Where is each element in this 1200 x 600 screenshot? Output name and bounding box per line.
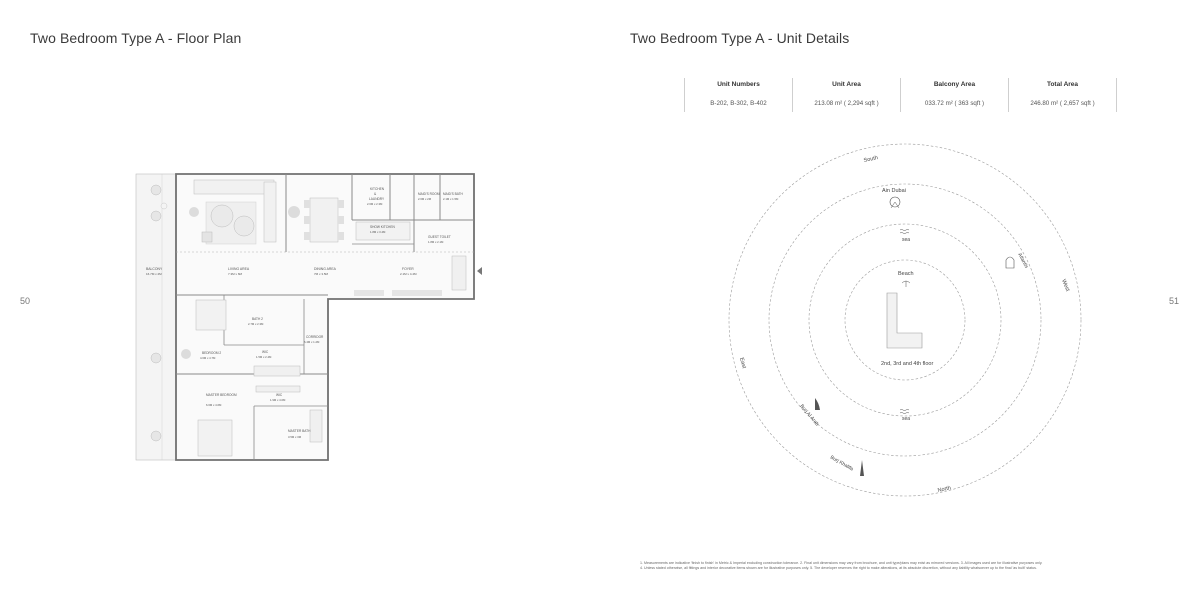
- dining-dim: 7M x 3.5M: [314, 272, 329, 276]
- building-footprint: [886, 292, 923, 349]
- direction-west: West: [1060, 279, 1070, 293]
- details-value: B-202, B-302, B-402: [710, 100, 767, 107]
- label-sea-top: sea: [902, 237, 910, 243]
- wic1-label: WIC: [262, 350, 269, 354]
- details-header: Total Area: [1046, 81, 1079, 88]
- footnote-line: 4. Unless stated otherwise, all fittings…: [640, 566, 1037, 570]
- master-bath-dim: 3.5M x 3M: [288, 435, 302, 439]
- bath2-label: BATH 2: [252, 317, 263, 321]
- footnote: 1. Measurements are indicative 'finish t…: [640, 561, 1110, 571]
- bath2-dim: 2.7M x 2.3M: [248, 322, 264, 326]
- guest-toilet-dim: 1.8M x 2.1M: [428, 240, 444, 244]
- direction-north: North: [937, 485, 951, 494]
- page-number-left: 50: [20, 296, 31, 306]
- sea-icon: [899, 409, 910, 414]
- laundry-label: LAUNDRY: [369, 197, 385, 201]
- maids-bath-dim: 2.1M x 1.5M: [443, 197, 459, 201]
- floor-plan-drawing: BALCONY 16.7M x 2M LIVING AREA 7.3M x 6M…: [135, 173, 482, 461]
- label-burj-khalifa: Burj Khalifa: [829, 455, 854, 473]
- details-header: Balcony Area: [933, 81, 976, 88]
- unit-details-table: Unit Numbers B-202, B-302, B-402 Unit Ar…: [684, 78, 1117, 112]
- dining-label: DINING AREA: [314, 267, 337, 271]
- burj-khalifa-icon: [860, 460, 864, 476]
- master-bath-label: MASTER BATH: [288, 429, 311, 433]
- beach-umbrella-icon: [901, 280, 911, 287]
- ferris-wheel-icon: [889, 196, 901, 209]
- guest-toilet-label: GUEST TOILET: [428, 235, 451, 239]
- wic1-dim: 1.5M x 2.4M: [256, 355, 272, 359]
- kitchen-amp: &: [374, 192, 377, 196]
- direction-south: South: [863, 155, 878, 164]
- label-sea-bottom: sea: [902, 416, 910, 422]
- kitchen-label: KITCHEN: [370, 187, 385, 191]
- foyer-dim: 2.1M x 4.4M: [400, 272, 417, 276]
- label-beach: Beach: [898, 271, 914, 277]
- label-ain-dubai: Ain Dubai: [882, 188, 906, 194]
- details-header: Unit Numbers: [717, 81, 760, 88]
- details-header: Unit Area: [832, 81, 861, 88]
- burj-al-arab-icon: [815, 398, 820, 410]
- direction-east: East: [738, 357, 747, 370]
- master-bedroom-label: MASTER BEDROOM: [206, 393, 237, 397]
- balcony-label: BALCONY: [146, 267, 163, 271]
- corridor-dim: 6.4M x 1.2M: [304, 340, 320, 344]
- orientation-diagram: South West North East Ain Dubai sea sea …: [728, 143, 1082, 497]
- master-bedroom-dim: 6.6M x 4.6M: [206, 403, 222, 407]
- label-floors: 2nd, 3rd and 4th floor: [881, 361, 933, 367]
- maids-bath-label: MAID'S BATH: [443, 192, 464, 196]
- foyer-label: FOYER: [402, 267, 414, 271]
- details-value: 246.80 m² ( 2,657 sqft ): [1030, 100, 1095, 107]
- bedroom2-dim: 4.6M x 4.7M: [200, 356, 216, 360]
- kitchen-dim: 2.6M x 2.3M: [367, 202, 383, 206]
- details-col-unit-area: Unit Area 213.08 m² ( 2,294 sqft ): [792, 78, 900, 112]
- maids-room-dim: 2.6M x 2M: [418, 197, 432, 201]
- balcony-dim: 16.7M x 2M: [146, 272, 162, 276]
- sea-icon: [899, 229, 910, 234]
- floor-plan-title: Two Bedroom Type A - Floor Plan: [30, 30, 242, 46]
- details-col-total-area: Total Area 246.80 m² ( 2,657 sqft ): [1008, 78, 1117, 112]
- details-col-balcony-area: Balcony Area 033.72 m² ( 363 sqft ): [900, 78, 1008, 112]
- footnote-line: 1. Measurements are indicative 'finish t…: [640, 561, 1043, 565]
- bedroom2-label: BEDROOM 2: [202, 351, 221, 355]
- details-value: 213.08 m² ( 2,294 sqft ): [814, 100, 879, 107]
- show-kitchen-label: SHOW KITCHEN: [370, 225, 395, 229]
- living-label: LIVING AREA: [228, 267, 250, 271]
- corridor-label: CORRIDOR: [306, 335, 324, 339]
- wic2-dim: 1.9M x 4.0M: [270, 398, 286, 402]
- maids-room-label: MAID'S ROOM: [418, 192, 440, 196]
- living-dim: 7.3M x 6M: [228, 272, 243, 276]
- unit-details-title: Two Bedroom Type A - Unit Details: [630, 30, 850, 46]
- page-number-right: 51: [1169, 296, 1180, 306]
- wic2-label: WIC: [276, 393, 283, 397]
- details-value: 033.72 m² ( 363 sqft ): [924, 100, 985, 107]
- details-col-unit-numbers: Unit Numbers B-202, B-302, B-402: [684, 78, 792, 112]
- show-kitchen-dim: 1.8M x 3.4M: [370, 230, 386, 234]
- atlantis-icon: [1005, 256, 1015, 269]
